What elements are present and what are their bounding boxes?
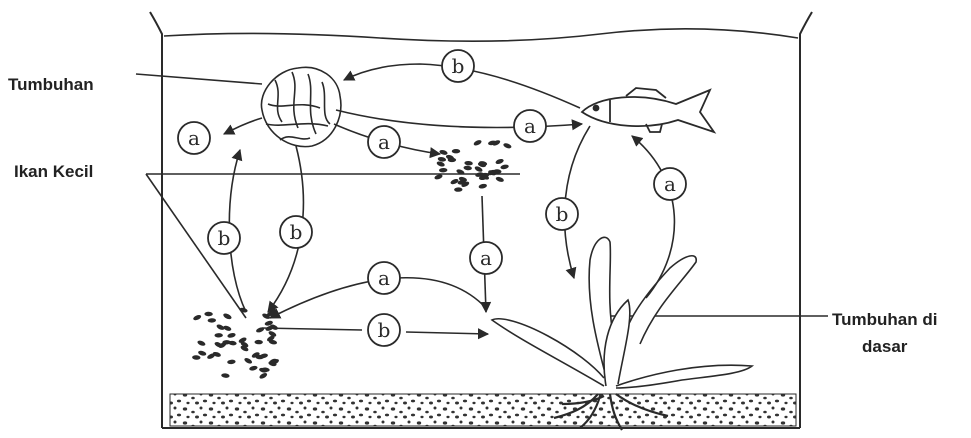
arrow-plant-left [224,118,262,134]
marker-letter: a [188,126,200,150]
small-fish [439,168,448,173]
marker-letter: b [452,54,465,78]
marker-letter: a [378,130,390,154]
fish [582,88,714,132]
small-fish [254,340,262,345]
label-tumbuhan-dasar: Tumbuhan di dasar [832,306,937,360]
small-fish [473,139,482,147]
label-ikan-kecil: Ikan Kecil [14,162,93,182]
small-fish-cluster-lower [192,307,280,380]
marker-circle-a: a [368,126,400,158]
small-fish [478,183,487,189]
small-fish [439,149,448,156]
small-fish [197,340,206,347]
small-fish [437,156,446,162]
marker-circle-b: b [546,198,578,230]
marker-letter: b [556,202,569,226]
small-fish [198,350,207,357]
small-fish-cluster-upper [434,139,512,192]
floating-plant [261,67,340,146]
small-fish [503,142,512,149]
small-fish [454,187,462,192]
small-fish [227,359,236,364]
marker-circle-b: b [442,50,474,82]
small-fish [463,165,472,170]
marker-circle-a: a [368,262,400,294]
marker-letter: a [480,246,492,270]
small-fish [192,355,201,360]
small-fish [216,323,225,331]
small-fish [448,158,456,162]
small-fish [192,314,201,321]
marker-letter: b [378,318,391,342]
small-fish [243,357,252,365]
small-fish [492,139,501,147]
label-tumbuhan: Tumbuhan [8,75,94,95]
small-fish [227,332,236,338]
marker-circle-b: b [208,222,240,254]
marker-circle-b: b [280,216,312,248]
label-tumbuhan-dasar-line2: dasar [832,333,937,360]
marker-circle-a: a [470,242,502,274]
small-fish [208,318,217,323]
marker-circle-a: a [178,122,210,154]
marker-letter: a [378,266,390,290]
small-fish [450,178,459,185]
marker-letter: b [290,220,303,244]
small-fish [214,333,222,338]
gravel-bottom [170,394,796,426]
small-fish [452,149,460,153]
small-fish [500,164,509,170]
small-fish [495,158,504,165]
small-fish [436,160,445,167]
small-fish [495,176,504,183]
marker-letter: a [524,114,536,138]
small-fish [464,161,473,166]
small-fish [204,312,213,317]
marker-letter: b [218,226,231,250]
marker-circle-b: b [368,314,400,346]
marker-circle-a: a [514,110,546,142]
small-fish [259,372,268,380]
small-fish [249,365,258,371]
marker-circle-a: a [654,168,686,200]
small-fish [221,373,230,378]
label-tumbuhan-dasar-line1: Tumbuhan di [832,306,937,333]
marker-letter: a [664,172,676,196]
